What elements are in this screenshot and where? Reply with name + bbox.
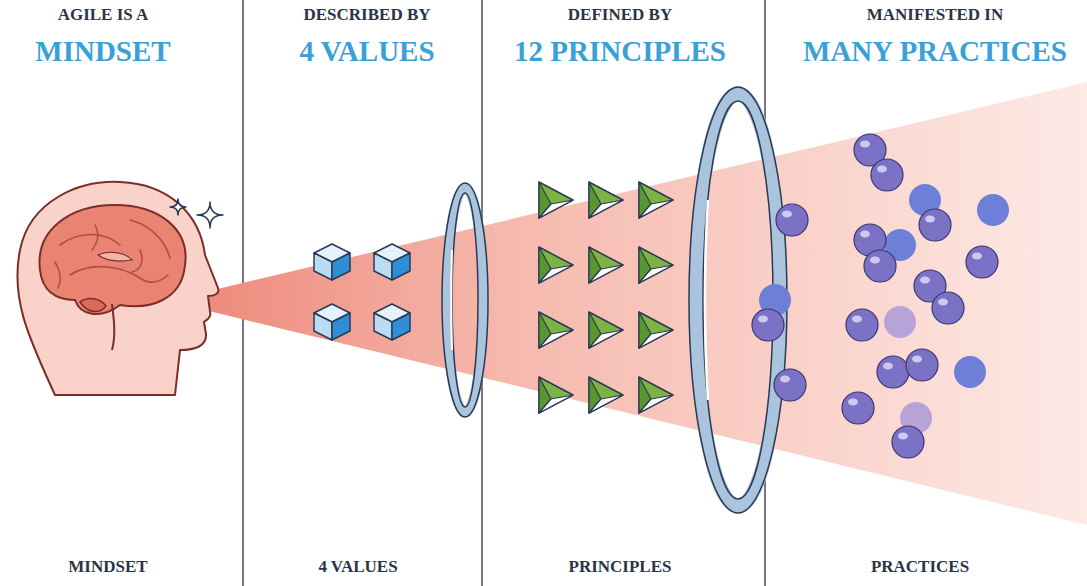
practice-ball — [752, 309, 784, 341]
value-cube — [374, 244, 410, 280]
principle-triangle — [539, 312, 573, 348]
practice-ball — [776, 204, 808, 236]
practice-ball — [977, 194, 1009, 226]
principle-triangle — [639, 182, 673, 218]
practice-ball — [774, 369, 806, 401]
column-heading: DESCRIBED BY — [303, 6, 430, 25]
principle-triangle — [589, 377, 623, 413]
column-title: 12 PRINCIPLES — [514, 36, 726, 68]
principle-triangle — [589, 247, 623, 283]
practice-ball — [932, 292, 964, 324]
brain — [40, 205, 186, 314]
sparkle-icon — [170, 199, 186, 215]
value-cube — [374, 304, 410, 340]
value-cubes — [314, 244, 410, 340]
practice-ball — [892, 426, 924, 458]
practice-ball — [877, 356, 909, 388]
column-footer: PRINCIPLES — [569, 558, 672, 577]
practice-ball — [871, 159, 903, 191]
sparkles — [170, 199, 223, 228]
ring-small — [442, 183, 488, 417]
column-footer: PRACTICES — [871, 558, 969, 577]
principle-triangle — [589, 312, 623, 348]
practice-ball — [846, 309, 878, 341]
practice-ball — [919, 209, 951, 241]
column-footer: 4 VALUES — [318, 558, 397, 577]
practice-ball — [864, 250, 896, 282]
column-title: MINDSET — [35, 36, 170, 68]
principle-triangle — [639, 312, 673, 348]
practice-ball — [884, 306, 916, 338]
column-heading: DEFINED BY — [568, 6, 672, 25]
column-title: 4 VALUES — [299, 36, 434, 68]
principle-triangle — [539, 377, 573, 413]
value-cube — [314, 304, 350, 340]
column-title: MANY PRACTICES — [803, 36, 1067, 68]
principle-triangle — [639, 247, 673, 283]
principle-triangle — [589, 182, 623, 218]
sparkle-icon — [197, 202, 223, 228]
principle-triangle — [539, 182, 573, 218]
light-cone — [205, 82, 1087, 525]
column-heading: MANIFESTED IN — [867, 6, 1004, 25]
principle-triangle — [539, 247, 573, 283]
practice-balls — [752, 134, 1009, 458]
practice-ball — [954, 356, 986, 388]
practice-ball — [966, 246, 998, 278]
principle-triangles — [539, 182, 673, 413]
practice-ball — [906, 349, 938, 381]
practice-ball — [842, 392, 874, 424]
column-footer: MINDSET — [68, 558, 147, 577]
column-heading: AGILE IS A — [58, 6, 149, 25]
principle-triangle — [639, 377, 673, 413]
value-cube — [314, 244, 350, 280]
head-profile — [17, 182, 218, 395]
